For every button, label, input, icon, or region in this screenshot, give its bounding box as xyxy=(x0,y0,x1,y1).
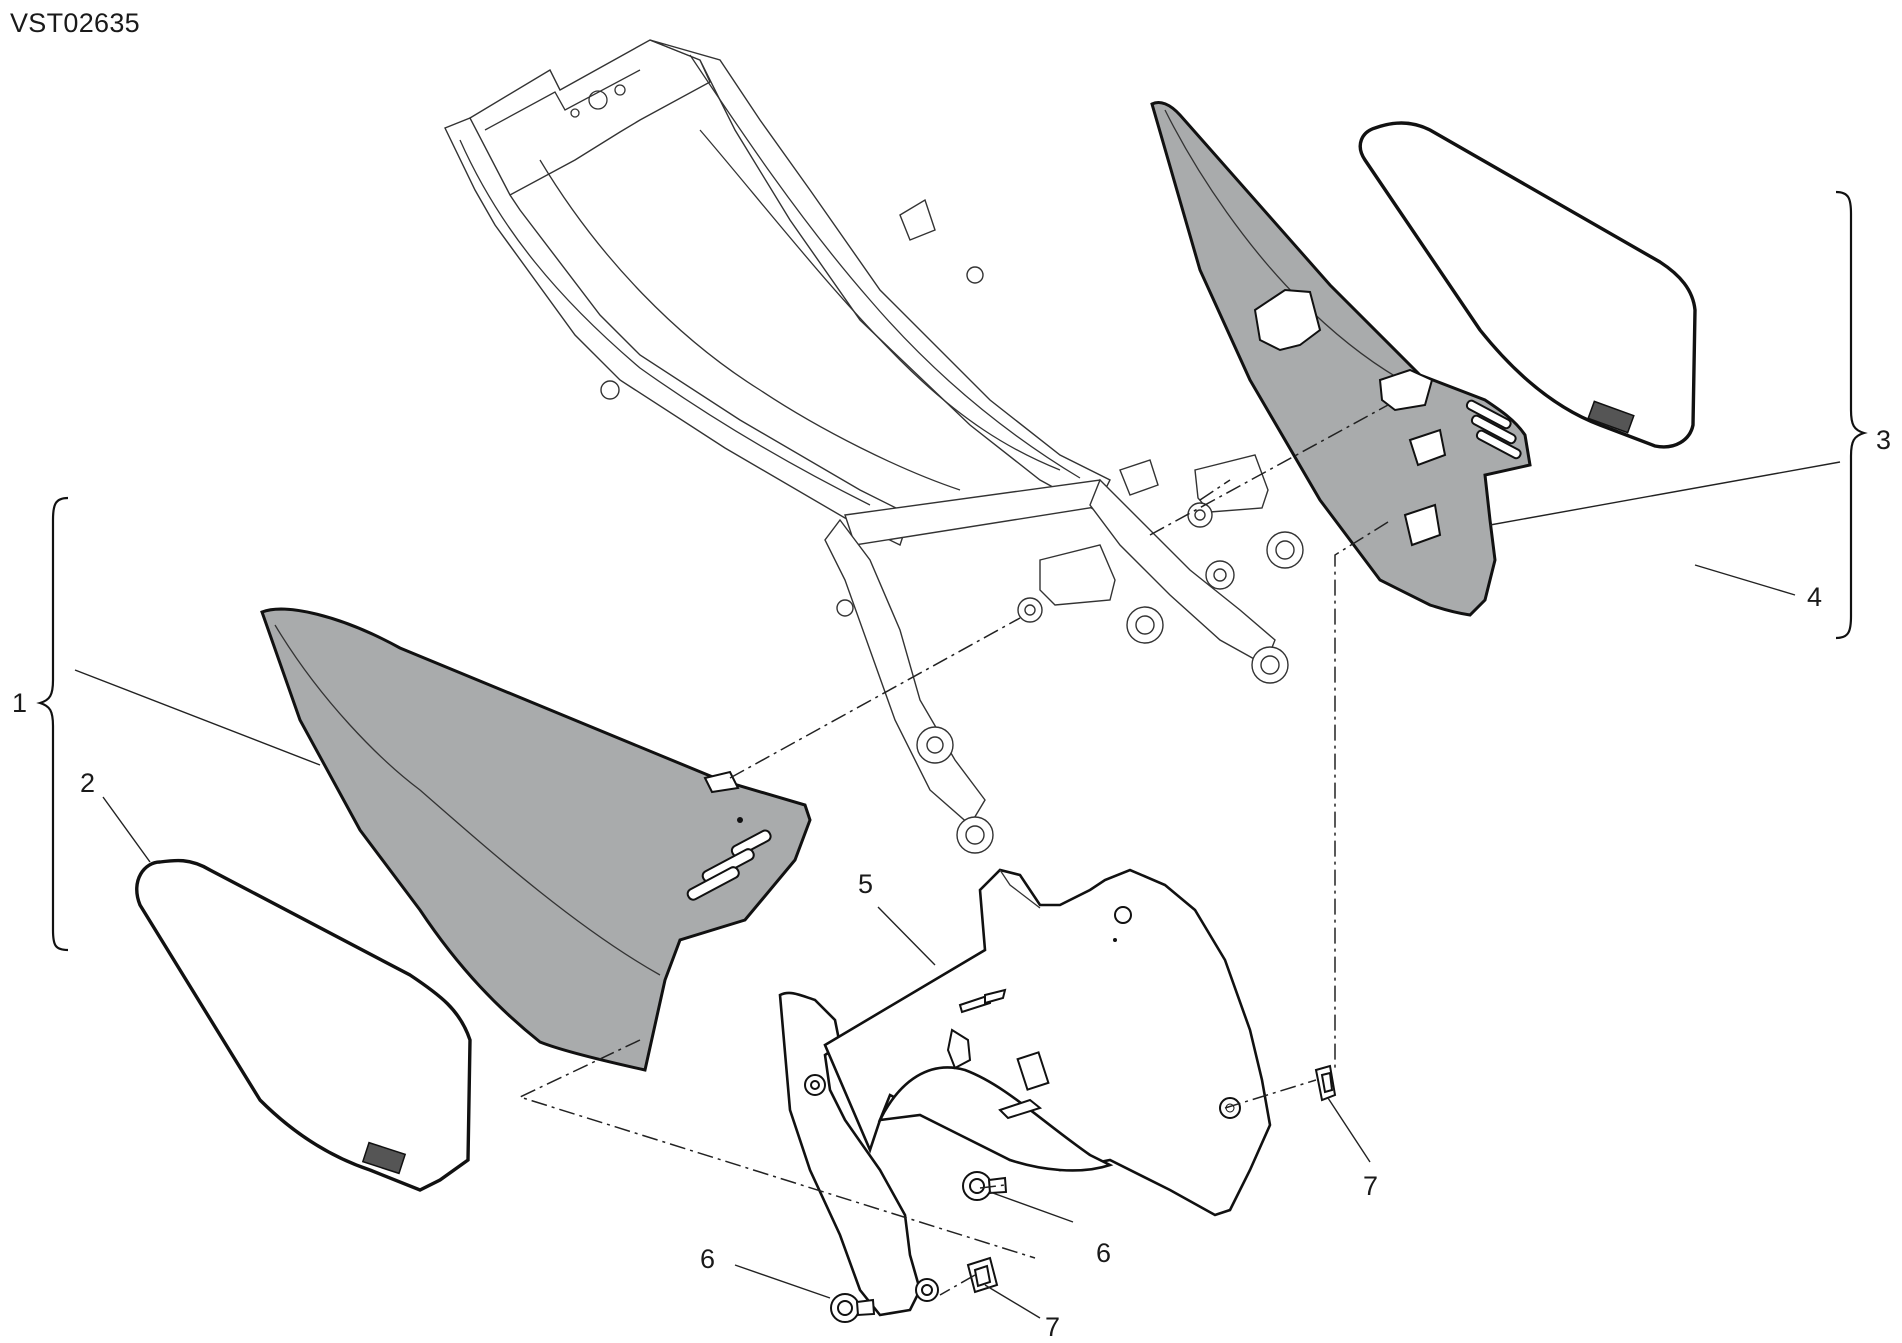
left-gasket xyxy=(135,858,472,1192)
clip-7-lower xyxy=(966,1256,999,1294)
assembly-lines xyxy=(517,404,1389,1296)
screw-6-lower xyxy=(830,1293,876,1323)
callout-6-lower: 6 xyxy=(700,1244,715,1274)
brace-group-3 xyxy=(1835,190,1868,640)
callout-4: 4 xyxy=(1807,582,1822,612)
callout-6-upper: 6 xyxy=(1096,1238,1111,1268)
diagram-code: VST02635 xyxy=(10,8,140,38)
callout-1: 1 xyxy=(12,688,27,718)
callout-3: 3 xyxy=(1876,425,1891,455)
callout-7-lower: 7 xyxy=(1045,1312,1060,1342)
right-side-panel xyxy=(1150,100,1532,617)
brace-group-1 xyxy=(36,496,69,952)
right-gasket xyxy=(1358,121,1697,449)
left-side-panel xyxy=(260,607,812,1072)
clip-7-upper xyxy=(1314,1064,1337,1102)
screw-6-upper xyxy=(962,1171,1008,1201)
leader-lines xyxy=(74,461,1841,1319)
callout-5: 5 xyxy=(858,869,873,899)
rear-subframe xyxy=(444,39,1304,854)
callout-2: 2 xyxy=(80,768,95,798)
callout-7-upper: 7 xyxy=(1363,1171,1378,1201)
under-tray xyxy=(778,868,1272,1317)
